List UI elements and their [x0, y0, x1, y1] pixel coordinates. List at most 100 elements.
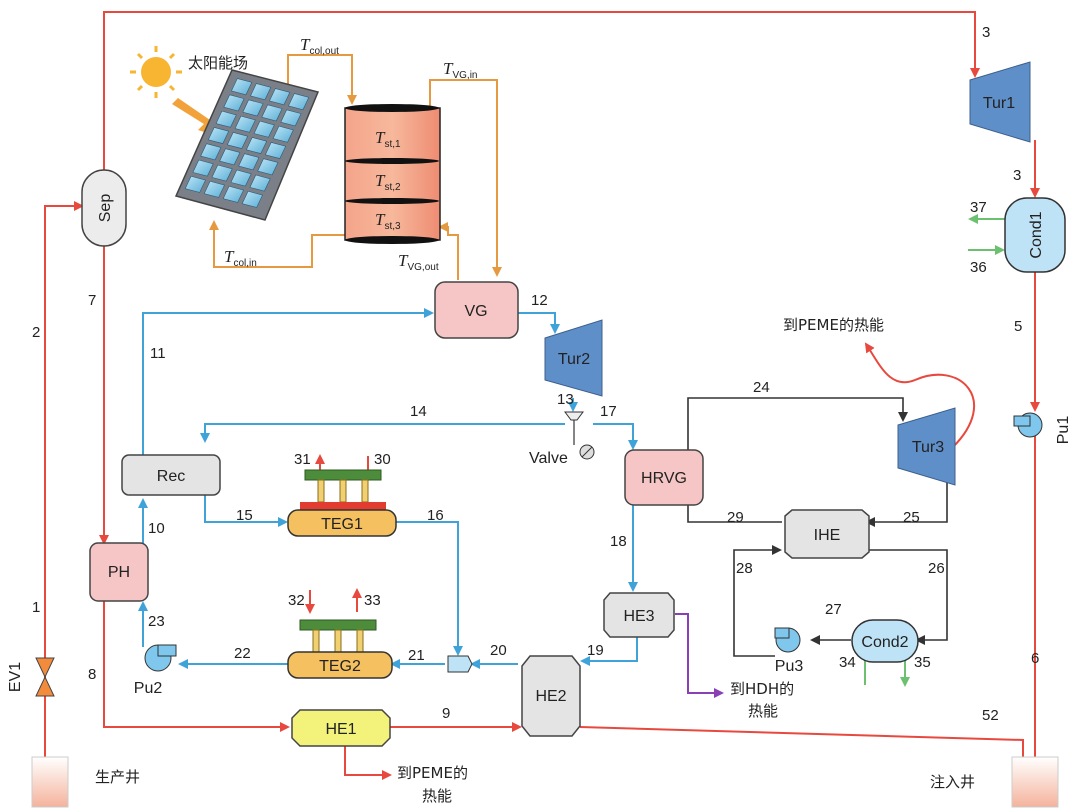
hrvg-label: HRVG [641, 470, 687, 487]
stream-13: 13 [557, 391, 574, 408]
t-st1: Tst,1 [375, 128, 401, 150]
preheater [89, 542, 149, 602]
stream-7: 7 [88, 292, 96, 309]
stream-8: 8 [88, 666, 96, 683]
t-st2: Tst,2 [375, 171, 401, 193]
stream-32: 32 [288, 592, 305, 609]
solar-cell [222, 185, 244, 203]
t-st3: Tst,3 [375, 210, 401, 232]
heat-to-hdh-line2: 热能 [748, 702, 778, 720]
stream-3a: 3 [982, 24, 990, 41]
stream-10: 10 [148, 520, 165, 537]
heat-recovery-vapor-generator [624, 449, 704, 506]
solar-cell [250, 83, 272, 101]
stream-numbers: 1 2 3 3 5 6 7 8 9 10 11 12 13 14 15 16 1… [32, 24, 1039, 724]
t-vg-out: TVG,out [398, 251, 439, 273]
stream-29: 29 [727, 509, 744, 526]
pump-1-icon [1013, 412, 1043, 438]
stream-18: 18 [610, 533, 627, 550]
pu3-label: Pu3 [775, 658, 804, 675]
ev1-label: EV1 [7, 662, 24, 692]
solar-cell [253, 120, 275, 138]
teg2-label: TEG2 [319, 658, 361, 675]
stream-16: 16 [427, 507, 444, 524]
stream-20: 20 [490, 642, 507, 659]
solar-cell [241, 190, 263, 208]
recuperator [121, 454, 221, 496]
teg1-label: TEG1 [321, 516, 363, 533]
injection-well-icon [1011, 756, 1059, 808]
solar-cell [264, 142, 287, 159]
solar-cell [288, 93, 310, 111]
injection-well-label: 注入井 [930, 773, 975, 791]
ph-label: PH [108, 564, 130, 581]
chinese-labels: 太阳能场 生产井 注入井 到PEME的热能 到PEME的 热能 到HDH的 热能 [95, 54, 975, 805]
sep-label: Sep [97, 194, 114, 223]
solar-cell [200, 143, 222, 161]
heat-to-peme-bottom-line1: 到PEME的 [397, 764, 468, 782]
valve-label: Valve [529, 450, 568, 467]
solar-cell [234, 115, 256, 133]
stream-17: 17 [600, 403, 617, 420]
solar-cell [231, 78, 253, 96]
solar-panel [174, 69, 320, 221]
separator [81, 169, 127, 247]
temperature-labels: Tcol,out Tcol,in TVG,in TVG,out Tst,1 Ts… [224, 35, 477, 273]
tur1-label: Tur1 [983, 95, 1015, 112]
stream-19: 19 [587, 642, 604, 659]
stream-24: 24 [753, 379, 770, 396]
solar-cell [192, 159, 214, 177]
solar-cell [238, 153, 260, 171]
expansion-valve-icon [35, 657, 55, 697]
vapor-generator [434, 281, 519, 339]
solar-cell [207, 127, 230, 144]
pump-3-icon [774, 627, 801, 653]
teg-1 [287, 469, 397, 537]
stream-9: 9 [442, 705, 450, 722]
stream-15: 15 [236, 507, 253, 524]
heat-exchanger-1 [291, 709, 391, 747]
solar-cell [223, 94, 245, 112]
heat-to-peme-bottom-line2: 热能 [422, 787, 452, 805]
stream-5: 5 [1014, 318, 1022, 335]
stream-14: 14 [410, 403, 427, 420]
solar-cell [249, 174, 271, 192]
he1-label: HE1 [325, 721, 356, 738]
sun-icon [130, 46, 182, 98]
stream-37: 37 [970, 199, 987, 216]
stream-21: 21 [408, 647, 425, 664]
stream-36: 36 [970, 259, 987, 276]
valve-icon [564, 411, 595, 460]
heat-to-hdh-line1: 到HDH的 [730, 680, 794, 698]
turbine-2 [544, 319, 603, 397]
pump-2-icon [144, 644, 177, 672]
loop-lines [138, 308, 638, 669]
solar-cell [211, 164, 233, 182]
solar-cell [215, 110, 237, 128]
production-well-icon [31, 756, 69, 808]
cond1-label: Cond1 [1028, 211, 1045, 258]
turbine-1 [969, 61, 1031, 143]
stream-31: 31 [294, 451, 311, 468]
heat-to-peme-top-label: 到PEME的热能 [783, 316, 884, 334]
condenser-1 [1004, 197, 1066, 273]
he3-label: HE3 [623, 608, 654, 625]
stream-11: 11 [150, 345, 166, 362]
solar-cell [280, 109, 302, 127]
solar-field-label: 太阳能场 [188, 54, 248, 72]
mixer-icon [447, 655, 473, 673]
tur3-label: Tur3 [912, 439, 944, 456]
solar-lines [209, 54, 502, 280]
stream-33: 33 [364, 592, 381, 609]
teg-2 [287, 619, 393, 679]
stream-35: 35 [914, 654, 931, 671]
solar-cell [230, 169, 252, 187]
stream-34: 34 [839, 654, 856, 671]
stream-30: 30 [374, 451, 391, 468]
ihe-label: IHE [814, 527, 841, 544]
heat-exchanger-2 [521, 655, 581, 737]
stream-25: 25 [903, 509, 920, 526]
solar-cell [226, 132, 249, 149]
he2-label: HE2 [535, 688, 566, 705]
